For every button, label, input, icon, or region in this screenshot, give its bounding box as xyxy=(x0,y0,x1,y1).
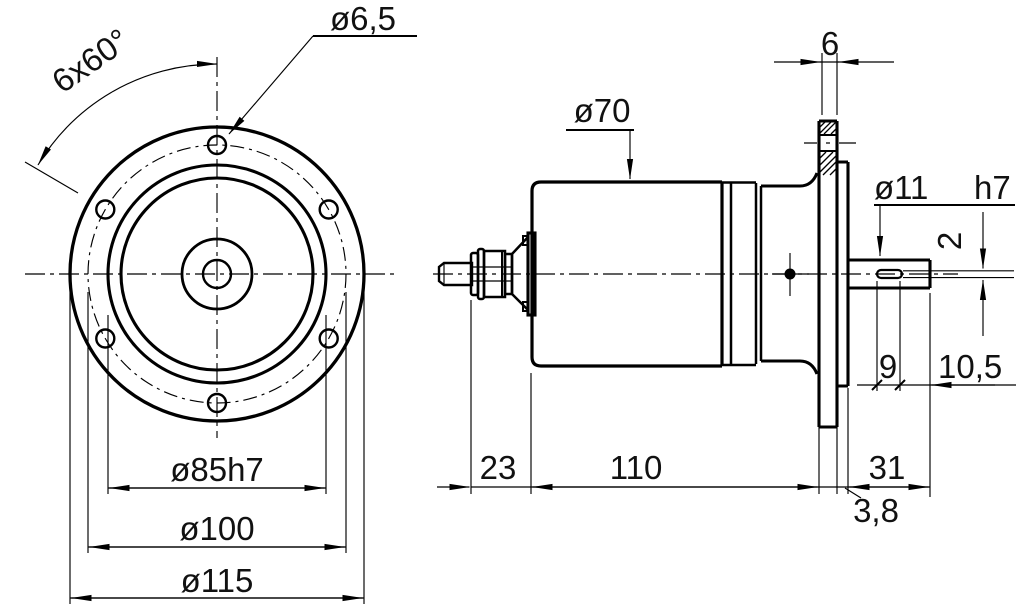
dim-label-flat-depth: 2 xyxy=(931,232,968,250)
dim-length-chain: 23 110 31 3,8 xyxy=(437,293,931,529)
dim-flat-depth: 2 xyxy=(903,212,1014,336)
dim-flange-thickness: 6 xyxy=(774,25,894,115)
dim-label-flat-offset: 10,5 xyxy=(938,348,1002,385)
dim-label-pilot-diameter: ø85h7 xyxy=(170,451,264,488)
dim-label-pilot-thickness: 3,8 xyxy=(853,492,899,529)
dim-label-bolt-circle-diameter: ø100 xyxy=(179,510,254,547)
dim-label-body-diameter: ø70 xyxy=(574,92,631,129)
dim-label-shaft-length: 31 xyxy=(869,449,906,486)
extension-lines-front xyxy=(69,286,365,604)
dim-label-flange-thickness: 6 xyxy=(821,25,839,62)
front-view: 6x60° ø6,5 ø85h7 ø100 xyxy=(24,0,417,604)
dim-bolt-pattern: 6x60° xyxy=(24,21,218,194)
centerlines-front xyxy=(25,57,398,438)
dim-label-shaft-diameter: ø11 xyxy=(874,169,928,206)
bolt-circle xyxy=(87,144,347,404)
output-shaft xyxy=(848,258,932,290)
dim-flange-diameter: ø115 xyxy=(70,562,364,602)
set-screw xyxy=(772,253,809,296)
dim-label-body-length: 110 xyxy=(610,449,663,486)
mounting-flange xyxy=(804,119,856,429)
dim-label-bolt-pattern: 6x60° xyxy=(45,21,136,100)
dim-bolt-hole-diameter: ø6,5 xyxy=(228,0,417,135)
dim-pilot-diameter: ø85h7 xyxy=(108,451,326,492)
bolt-holes xyxy=(95,134,339,414)
dim-bolt-circle-diameter: ø100 xyxy=(88,510,346,551)
flange-face-circles xyxy=(68,125,366,423)
dim-label-flat-length: 9 xyxy=(879,348,897,385)
motor-body xyxy=(530,180,724,368)
rear-connector xyxy=(437,231,537,317)
keyway-flat xyxy=(875,268,904,280)
connector-screw-top xyxy=(522,235,529,246)
dim-shaft-diameter: ø11 h7 xyxy=(874,169,1015,257)
dim-label-shaft-tolerance: h7 xyxy=(974,169,1011,206)
dim-label-rear-section-length: 23 xyxy=(480,449,517,486)
clamp-rings xyxy=(722,172,819,375)
connector-screw-bottom xyxy=(522,301,529,312)
pilot-spigot xyxy=(837,160,850,388)
side-view: ø70 6 ø11 h7 2 xyxy=(433,25,1016,529)
dim-label-bolt-hole-diameter: ø6,5 xyxy=(330,0,396,37)
dim-flat-length-offset: 9 10,5 xyxy=(857,281,1016,391)
section-hatch xyxy=(818,120,838,176)
dim-label-flange-diameter: ø115 xyxy=(181,562,254,599)
dim-body-diameter: ø70 xyxy=(566,92,634,180)
